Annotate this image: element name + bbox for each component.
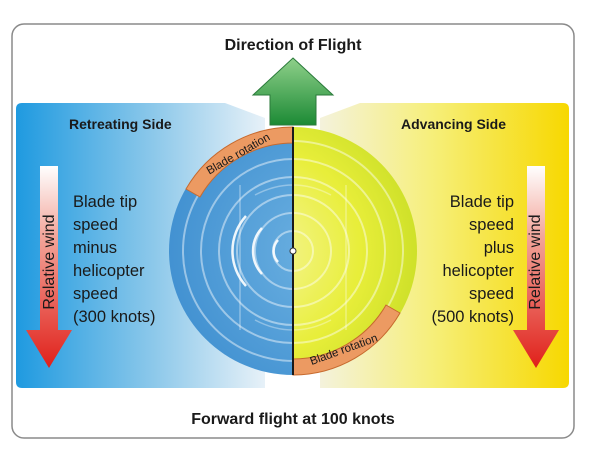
advancing-line-5: speed xyxy=(469,285,514,303)
retreating-side-heading: Retreating Side xyxy=(69,116,172,132)
advancing-line-3: plus xyxy=(483,239,514,257)
retreating-line-4: helicopter xyxy=(73,262,145,280)
advancing-speed-text: Blade tip speed plus helicopter speed (5… xyxy=(431,191,514,329)
diagram-footer: Forward flight at 100 knots xyxy=(191,411,395,428)
rotor-hub xyxy=(289,247,297,255)
relative-wind-label-right: Relative wind xyxy=(527,214,544,309)
relative-wind-label-left: Relative wind xyxy=(41,214,58,309)
direction-arrow xyxy=(251,57,335,126)
retreating-line-6: (300 knots) xyxy=(73,308,156,326)
advancing-side-heading: Advancing Side xyxy=(401,116,507,132)
advancing-line-4: helicopter xyxy=(442,262,514,280)
retreating-speed-text: Blade tip speed minus helicopter speed (… xyxy=(73,191,156,329)
relative-wind-arrow-right xyxy=(513,166,559,368)
rotor-ring-arcs xyxy=(231,215,279,287)
retreating-line-2: speed xyxy=(73,216,118,234)
advancing-line-2: speed xyxy=(469,216,514,234)
relative-wind-arrow-left xyxy=(26,166,72,368)
advancing-line-1: Blade tip xyxy=(449,193,514,211)
advancing-line-6: (500 knots) xyxy=(431,308,514,326)
retreating-line-1: Blade tip xyxy=(73,193,138,211)
retreating-line-3: minus xyxy=(73,239,118,257)
retreating-line-5: speed xyxy=(73,285,118,303)
diagram-title: Direction of Flight xyxy=(224,37,362,54)
